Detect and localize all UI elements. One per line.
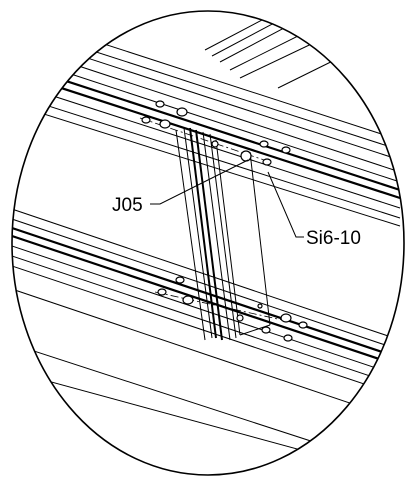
- fasteners-bottom: [157, 276, 308, 342]
- callout-j05: J05: [112, 195, 143, 216]
- leader-j05: [150, 159, 249, 205]
- callout-si6-10: Si6-10: [306, 228, 361, 249]
- top-beam: [12, 19, 401, 227]
- fasteners-top: [141, 100, 291, 166]
- leader-lines: [150, 159, 304, 238]
- leader-si6-10: [267, 171, 304, 238]
- detail-circle: [11, 10, 405, 476]
